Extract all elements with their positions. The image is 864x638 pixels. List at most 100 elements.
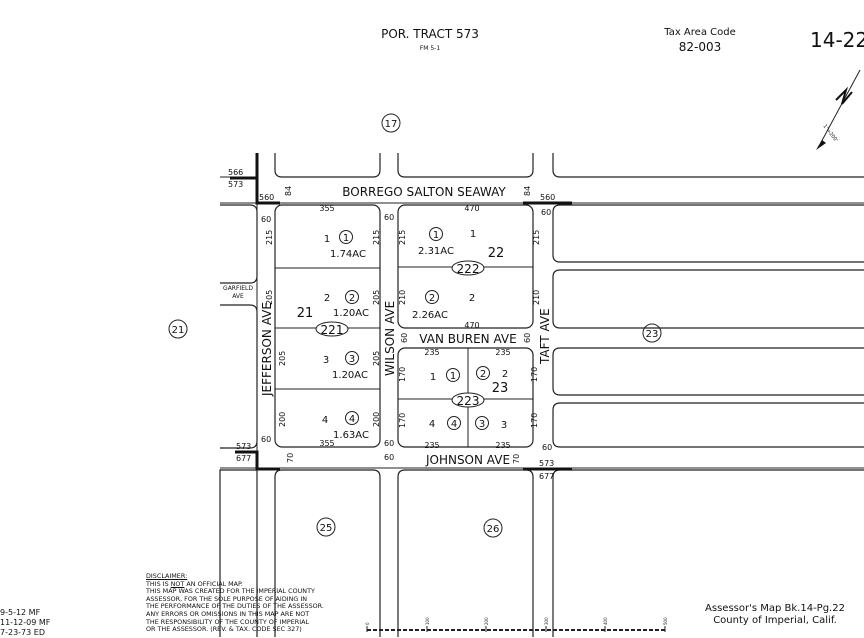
scale-tick: 500 bbox=[663, 617, 668, 625]
revision: 9-5-12 MF bbox=[0, 608, 41, 617]
neighbor-23[interactable]: 23 bbox=[642, 323, 662, 343]
scale-tick: 200 bbox=[484, 617, 489, 625]
page-id: 14-22 bbox=[810, 28, 864, 52]
dimension: 170 bbox=[398, 367, 407, 382]
svg-text:1: 1 bbox=[324, 234, 330, 245]
parcel-23-2[interactable]: 2 2 bbox=[476, 366, 509, 381]
svg-text:1: 1 bbox=[430, 372, 436, 383]
street-taft-ave: TAFT AVE bbox=[538, 308, 552, 365]
dimension: 210 bbox=[398, 290, 407, 305]
revision-history: 9-5-12 MF 11-12-09 MF 7-23-73 ED bbox=[0, 608, 50, 638]
scale-tick: 400 bbox=[603, 617, 608, 625]
scale-tick: 100 bbox=[425, 617, 430, 625]
book-page-221[interactable]: 221 bbox=[315, 321, 349, 337]
svg-text:222: 222 bbox=[457, 262, 480, 276]
tract-number: 560 bbox=[259, 193, 274, 202]
svg-text:4: 4 bbox=[349, 414, 355, 425]
dimension: 60 bbox=[542, 443, 552, 452]
footer-county: County of Imperial, Calif. bbox=[713, 615, 837, 626]
tract-number: 560 bbox=[540, 193, 555, 202]
tax-area-label: Tax Area Code bbox=[664, 27, 736, 38]
street-borrego-salton-seaway: BORREGO SALTON SEAWAY bbox=[342, 185, 506, 199]
parcel-21-3[interactable]: 3 3 1.20AC bbox=[323, 351, 368, 382]
neighbor-17[interactable]: 17 bbox=[381, 113, 401, 133]
svg-text:3: 3 bbox=[349, 354, 355, 365]
book-page-222[interactable]: 222 bbox=[451, 260, 485, 276]
dimension: 215 bbox=[265, 230, 274, 245]
dimension: 170 bbox=[530, 413, 539, 428]
map-title: POR. TRACT 573 bbox=[381, 27, 479, 41]
dimension: 205 bbox=[372, 351, 381, 366]
block-number: 23 bbox=[492, 381, 509, 396]
disclaimer-line: OR THE ASSESSOR. (REV. & TAX. CODE SEC 3… bbox=[146, 625, 302, 634]
map-subtitle: FM 5-1 bbox=[419, 45, 441, 52]
svg-text:1.20AC: 1.20AC bbox=[333, 308, 369, 319]
svg-text:4: 4 bbox=[429, 419, 435, 430]
neighbor-26[interactable]: 26 bbox=[483, 518, 503, 538]
street-garfield-ave: GARFIELD bbox=[223, 285, 253, 292]
dimension: 235 bbox=[495, 441, 510, 450]
svg-text:2.26AC: 2.26AC bbox=[412, 310, 448, 321]
parcel-23-4[interactable]: 4 4 bbox=[429, 416, 461, 431]
dimension: 70 bbox=[512, 454, 521, 464]
dimension: 205 bbox=[265, 290, 274, 305]
disclaimer-heading: DISCLAIMER: bbox=[146, 572, 188, 580]
svg-text:4: 4 bbox=[322, 415, 328, 426]
svg-text:1: 1 bbox=[450, 371, 456, 382]
svg-text:25: 25 bbox=[320, 523, 333, 534]
svg-text:2: 2 bbox=[480, 369, 486, 380]
disclaimer-line: ANY ERRORS OR OMISSIONS IN THIS MAP ARE … bbox=[146, 609, 310, 618]
street-lines bbox=[219, 153, 864, 637]
svg-text:1.74AC: 1.74AC bbox=[330, 249, 366, 260]
parcel-22-2[interactable]: 2 2 2.26AC bbox=[412, 290, 475, 322]
svg-text:223: 223 bbox=[457, 394, 480, 408]
dimension: 355 bbox=[319, 439, 334, 448]
neighbor-25[interactable]: 25 bbox=[316, 517, 336, 537]
disclaimer-line: THIS IS NOT AN OFFICIAL MAP. bbox=[146, 579, 243, 588]
parcel-21-4[interactable]: 4 4 1.63AC bbox=[322, 411, 369, 442]
tax-area-code: 82-003 bbox=[678, 40, 722, 54]
parcel-21-2[interactable]: 2 2 1.20AC bbox=[324, 290, 369, 320]
disclaimer: DISCLAIMER: THIS IS NOT AN OFFICIAL MAP.… bbox=[146, 572, 376, 634]
dimension: 215 bbox=[398, 230, 407, 245]
disclaimer-line: ASSESSOR, FOR THE SOLE PURPOSE OF AIDING… bbox=[146, 594, 308, 603]
dimension: 60 bbox=[541, 208, 551, 217]
svg-text:2: 2 bbox=[324, 293, 330, 304]
parcel-21-1[interactable]: 1 1 1.74AC bbox=[324, 230, 366, 261]
tract-number: 677 bbox=[539, 472, 554, 481]
parcel-23-1[interactable]: 1 1 bbox=[430, 368, 460, 384]
dimension: 84 bbox=[523, 186, 532, 196]
street-johnson-ave: JOHNSON AVE bbox=[425, 453, 510, 467]
scale-tick: 300 bbox=[544, 617, 549, 625]
dimension: 200 bbox=[278, 412, 287, 427]
neighbor-21[interactable]: 21 bbox=[168, 319, 188, 339]
dimension: 70 bbox=[286, 453, 295, 463]
block-number: 22 bbox=[488, 246, 505, 261]
svg-text:2: 2 bbox=[349, 293, 355, 304]
revision: 7-23-73 ED bbox=[0, 628, 45, 637]
svg-text:3: 3 bbox=[323, 355, 329, 366]
dimension: 170 bbox=[530, 367, 539, 382]
dimension: 355 bbox=[319, 204, 334, 213]
revision: 11-12-09 MF bbox=[0, 618, 51, 627]
parcel-22-1[interactable]: 1 1 2.31AC bbox=[418, 227, 476, 258]
dimension: 60 bbox=[400, 333, 409, 343]
scale-tick: 0 bbox=[365, 622, 370, 625]
tract-number: 573 bbox=[236, 442, 251, 451]
block-number: 21 bbox=[297, 306, 314, 321]
tract-number: 566 bbox=[228, 168, 243, 177]
footer-book-page: Assessor's Map Bk.14-Pg.22 bbox=[705, 603, 845, 614]
svg-text:26: 26 bbox=[487, 524, 500, 535]
svg-text:1: 1 bbox=[343, 233, 349, 244]
scale-bar: 0 100 200 300 400 500 bbox=[365, 617, 668, 632]
svg-text:3: 3 bbox=[501, 420, 507, 431]
parcel-23-3[interactable]: 3 3 bbox=[475, 416, 508, 432]
north-arrow-icon: 1"=200' bbox=[816, 69, 861, 150]
dimension: 200 bbox=[372, 412, 381, 427]
dimension: 235 bbox=[495, 348, 510, 357]
book-page-223[interactable]: 223 bbox=[451, 392, 485, 408]
map-footer: Assessor's Map Bk.14-Pg.22 County of Imp… bbox=[700, 603, 850, 627]
dimension: 60 bbox=[261, 215, 271, 224]
dimension: 470 bbox=[464, 321, 479, 330]
